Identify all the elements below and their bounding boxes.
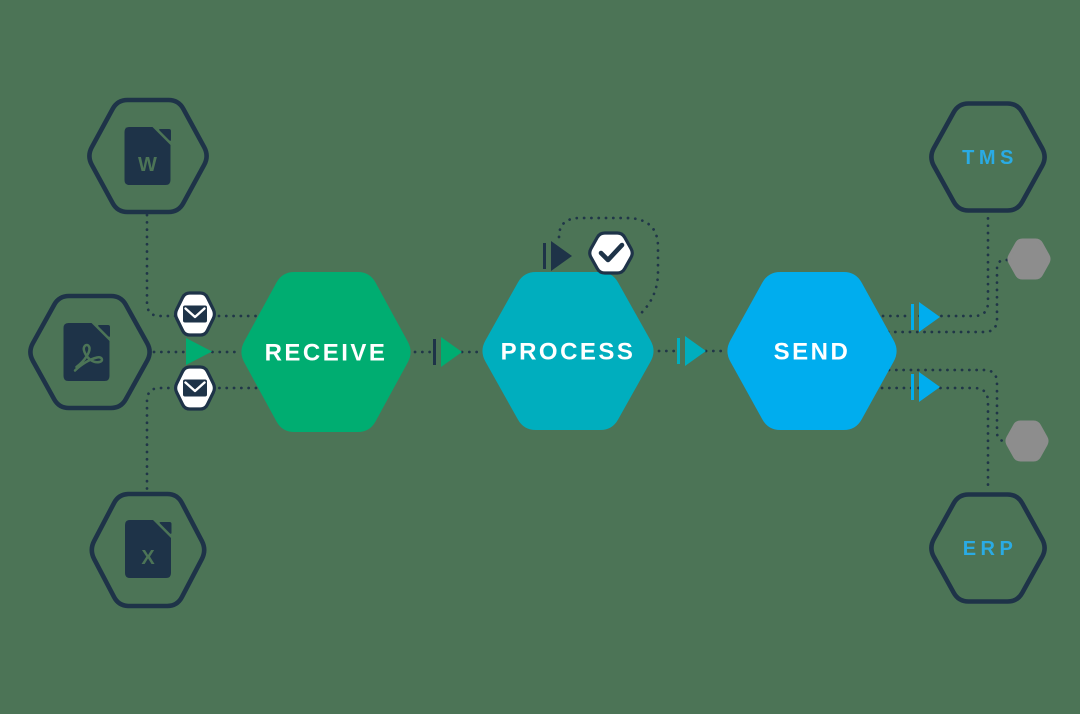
connector-word-to-receive xyxy=(145,213,258,318)
folded-corner xyxy=(159,129,171,141)
excel-hexagon xyxy=(89,491,207,609)
process-label: PROCESS xyxy=(501,339,636,366)
receive-hexagon xyxy=(241,272,411,432)
tms-label: TMS xyxy=(962,147,1018,169)
word-file-icon: W xyxy=(124,127,171,185)
input-arrow-icon xyxy=(186,338,212,365)
receive-arrow-icon xyxy=(433,337,462,367)
check-icon xyxy=(598,242,625,263)
source-nodes: W X TMS ERP xyxy=(28,97,1047,609)
send-arrow-top-icon xyxy=(911,302,940,332)
gray-hexagon-bottom xyxy=(1005,420,1049,462)
word-letter: W xyxy=(138,154,157,176)
send-hexagon xyxy=(727,272,897,430)
badge-nodes xyxy=(174,231,1051,462)
send-arrow-bottom-icon xyxy=(911,372,940,402)
envelope-icon xyxy=(183,379,207,397)
send-label: SEND xyxy=(774,339,851,366)
folded-corner xyxy=(159,522,172,534)
folded-corner xyxy=(98,325,110,337)
erp-hexagon xyxy=(929,492,1047,604)
connector-send-to-erp xyxy=(880,386,990,493)
word-hexagon xyxy=(87,97,209,215)
envelope-icon xyxy=(183,305,207,323)
stage-nodes: RECEIVE PROCESS SEND xyxy=(241,272,897,432)
process-arrow-icon xyxy=(677,336,706,366)
gray-hexagon-top xyxy=(1007,238,1051,280)
receive-label: RECEIVE xyxy=(265,340,388,367)
connector-send-to-top-endpoint xyxy=(886,258,1010,334)
check-badge xyxy=(588,231,634,275)
erp-label: ERP xyxy=(963,538,1018,560)
loop-arrow-icon xyxy=(543,241,572,271)
connector-process-loop xyxy=(557,216,660,319)
excel-letter: X xyxy=(141,547,155,569)
connector-excel-to-receive xyxy=(145,386,258,493)
pdf-glyph xyxy=(73,343,104,372)
tms-hexagon xyxy=(929,101,1047,213)
pdf-hexagon xyxy=(28,293,152,411)
flow-arrows xyxy=(186,241,940,402)
process-hexagon xyxy=(482,272,654,430)
connector-send-to-tms xyxy=(881,212,990,318)
connector-lines xyxy=(145,212,1010,493)
connector-send-to-bottom-endpoint xyxy=(887,368,1010,443)
pdf-file-icon xyxy=(63,323,110,381)
excel-file-icon: X xyxy=(125,520,172,578)
